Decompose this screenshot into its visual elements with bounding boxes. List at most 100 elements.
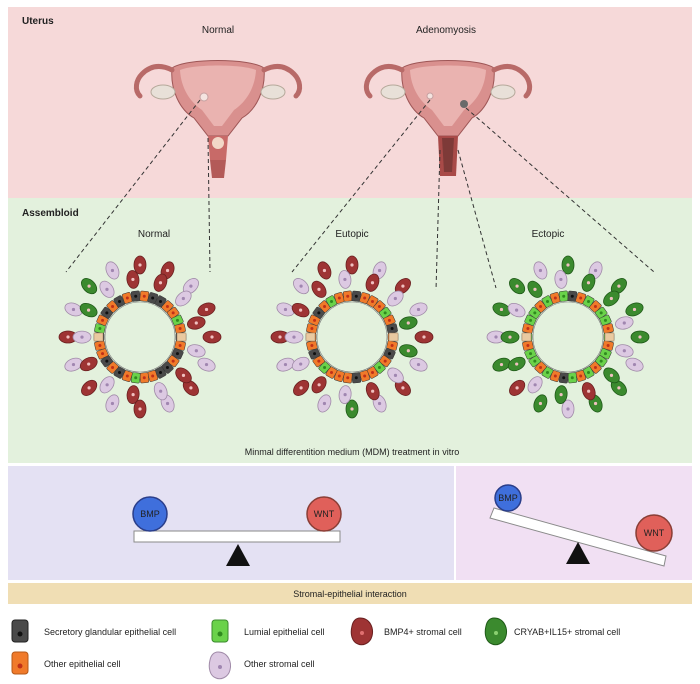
cell-nucleus: [134, 376, 138, 380]
cell-nucleus: [533, 287, 537, 291]
cell-nucleus: [330, 371, 333, 375]
cell-nucleus: [377, 305, 381, 309]
cell-nucleus: [370, 281, 375, 285]
cell-nucleus: [579, 374, 583, 378]
cell-nucleus: [131, 392, 135, 397]
cell-nucleus: [322, 401, 327, 406]
cell-nucleus: [165, 305, 169, 309]
cell-nucleus: [343, 277, 347, 282]
lumen-outline: [532, 301, 604, 373]
cell-nucleus: [546, 371, 549, 375]
cell-nucleus: [587, 371, 590, 375]
cell-nucleus: [80, 335, 84, 339]
cell-nucleus: [533, 383, 537, 387]
junction-marker: [388, 332, 399, 342]
assembloid-band: [8, 198, 692, 463]
cell-nucleus: [313, 318, 317, 322]
cell-nucleus: [165, 268, 170, 273]
cell-nucleus: [377, 268, 382, 273]
legend-secretory: Secretory glandular epithelial cell: [11, 619, 176, 643]
cell-nucleus: [593, 305, 597, 309]
cell-nucleus: [165, 401, 170, 406]
assembloid-eutopic-label: Eutopic: [335, 229, 368, 240]
cell-nucleus: [553, 296, 557, 300]
cell-nucleus: [283, 307, 288, 312]
cell-nucleus: [87, 386, 91, 390]
cell-nucleus: [87, 284, 91, 288]
cell-nucleus: [539, 365, 543, 369]
treatment-label: Minmal differentition medium (MDM) treat…: [245, 447, 459, 457]
cell-nucleus: [105, 383, 109, 387]
cell-nucleus: [593, 365, 597, 369]
ectopic-assembloid: [486, 255, 650, 419]
assembloid-ectopic-label: Ectopic: [532, 229, 565, 240]
cell-nucleus: [553, 374, 557, 378]
connector-lines: [65, 99, 655, 291]
cell-nucleus: [599, 311, 603, 315]
cell-nucleus: [158, 281, 163, 285]
cell-nucleus: [559, 277, 563, 282]
cell-nucleus: [337, 374, 341, 378]
cell-nucleus: [499, 362, 504, 367]
cell-nucleus: [278, 335, 282, 339]
wnt-label-left: WNT: [314, 509, 335, 519]
junction-marker: [176, 332, 187, 342]
cell-nucleus: [134, 294, 138, 298]
cell-nucleus: [566, 407, 570, 411]
cell-nucleus: [181, 296, 185, 301]
tilted-seesaw: BMP WNT: [489, 484, 673, 567]
cell-nucleus: [363, 374, 367, 378]
cell-nucleus: [350, 407, 354, 411]
cell-nucleus: [111, 365, 115, 369]
cell-nucleus: [189, 284, 193, 288]
legend-other-epi-label: Other epithelial cell: [44, 659, 121, 669]
cell-nucleus: [110, 401, 115, 406]
cell-nucleus: [310, 344, 314, 348]
cell-nucleus: [632, 307, 637, 312]
cell-nucleus: [603, 318, 607, 322]
cell-nucleus: [337, 296, 341, 300]
cell-nucleus: [171, 359, 175, 363]
cell-nucleus: [317, 311, 321, 315]
cell-nucleus: [390, 344, 394, 348]
cell-nucleus: [383, 311, 387, 315]
lumial-cell-icon: [211, 619, 229, 643]
cell-nucleus: [283, 362, 288, 367]
bmp-ball-right: [494, 484, 522, 512]
cell-nucleus: [175, 352, 179, 356]
cell-nucleus: [617, 386, 621, 390]
cell-nucleus: [515, 284, 519, 288]
cell-nucleus: [151, 296, 155, 300]
cell-nucleus: [406, 321, 410, 325]
cell-nucleus: [416, 362, 421, 367]
cell-nucleus: [105, 287, 109, 291]
cell-nucleus: [98, 344, 102, 348]
cell-nucleus: [539, 305, 543, 309]
interaction-bar: [8, 583, 692, 604]
eutopic-assembloid: [270, 255, 434, 419]
cell-nucleus: [317, 359, 321, 363]
cell-nucleus: [401, 284, 405, 288]
legend-other-stromal-label: Other stromal cell: [244, 659, 315, 669]
legend-lumial-label: Lumial epithelial cell: [244, 627, 325, 637]
cell-nucleus: [350, 263, 354, 267]
cell-nucleus: [142, 376, 146, 380]
cell-nucleus: [371, 299, 374, 303]
cell-nucleus: [323, 305, 327, 309]
cell-nucleus: [617, 284, 621, 288]
cell-nucleus: [566, 263, 570, 267]
cell-nucleus: [638, 335, 642, 339]
cell-nucleus: [178, 344, 182, 348]
junction-marker: [305, 332, 316, 342]
balanced-beam: [133, 530, 341, 543]
cell-nucleus: [546, 299, 549, 303]
cell-nucleus: [593, 401, 598, 406]
cell-nucleus: [66, 335, 70, 339]
cell-nucleus: [599, 359, 603, 363]
junction-marker: [521, 332, 532, 342]
cell-nucleus: [71, 307, 76, 312]
cell-nucleus: [383, 359, 387, 363]
legend-cryab-label: CRYAB+IL15+ stromal cell: [514, 627, 620, 637]
cell-nucleus: [406, 349, 410, 353]
cell-nucleus: [346, 294, 350, 298]
